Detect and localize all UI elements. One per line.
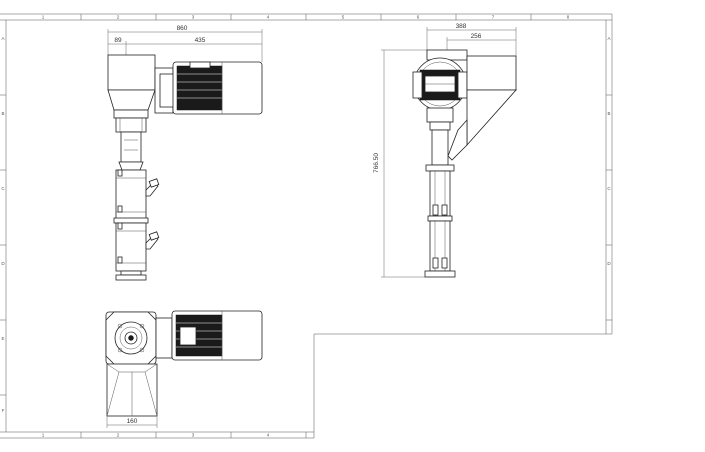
zone-top-7: 7 [492,15,495,20]
front-tube-upper [115,169,147,221]
zone-top-8: 8 [567,15,570,20]
top-view: 160 [105,310,263,428]
dim-side-total: 388 [456,23,467,30]
zone-left-d: D [1,261,5,266]
zone-top-6: 6 [417,15,420,20]
zone-bottom-2: 2 [117,433,120,438]
zone-left-c: C [1,186,5,191]
dim-front-total: 860 [177,25,188,32]
dim-top-hopper: 160 [127,418,138,425]
dim-side-height: 766.50 [373,153,380,173]
zone-right-d: D [607,261,611,266]
front-hopper [107,54,156,91]
front-view: 860 89 435 [107,25,263,281]
dim-side-offset: 256 [471,33,482,40]
zone-top-2: 2 [117,15,120,20]
zone-right-a: A [607,36,610,41]
zone-bottom-3: 3 [192,433,195,438]
front-tube-lower [115,222,147,272]
zone-top-4: 4 [267,15,270,20]
zone-left-e: E [1,336,4,341]
zone-left-b: B [1,111,4,116]
zone-left-f: F [2,408,5,413]
zone-right-b: B [607,111,610,116]
zone-bottom-1: 1 [42,433,45,438]
zone-bottom-4: 4 [267,433,270,438]
zone-top-1: 1 [42,15,45,20]
zone-top-5: 5 [342,15,345,20]
sheet-border [0,13,613,439]
dim-front-offset: 89 [114,37,122,44]
side-view: 388 256 766.50 [373,23,517,278]
dim-front-motor: 435 [195,37,206,44]
zone-top-3: 3 [192,15,195,20]
side-hopper [466,55,517,91]
zone-left-a: A [1,36,4,41]
zone-right-c: C [607,186,611,191]
zone-labels: 1 2 3 4 5 6 7 8 1 2 3 4 A B C D E F A B … [1,15,611,438]
